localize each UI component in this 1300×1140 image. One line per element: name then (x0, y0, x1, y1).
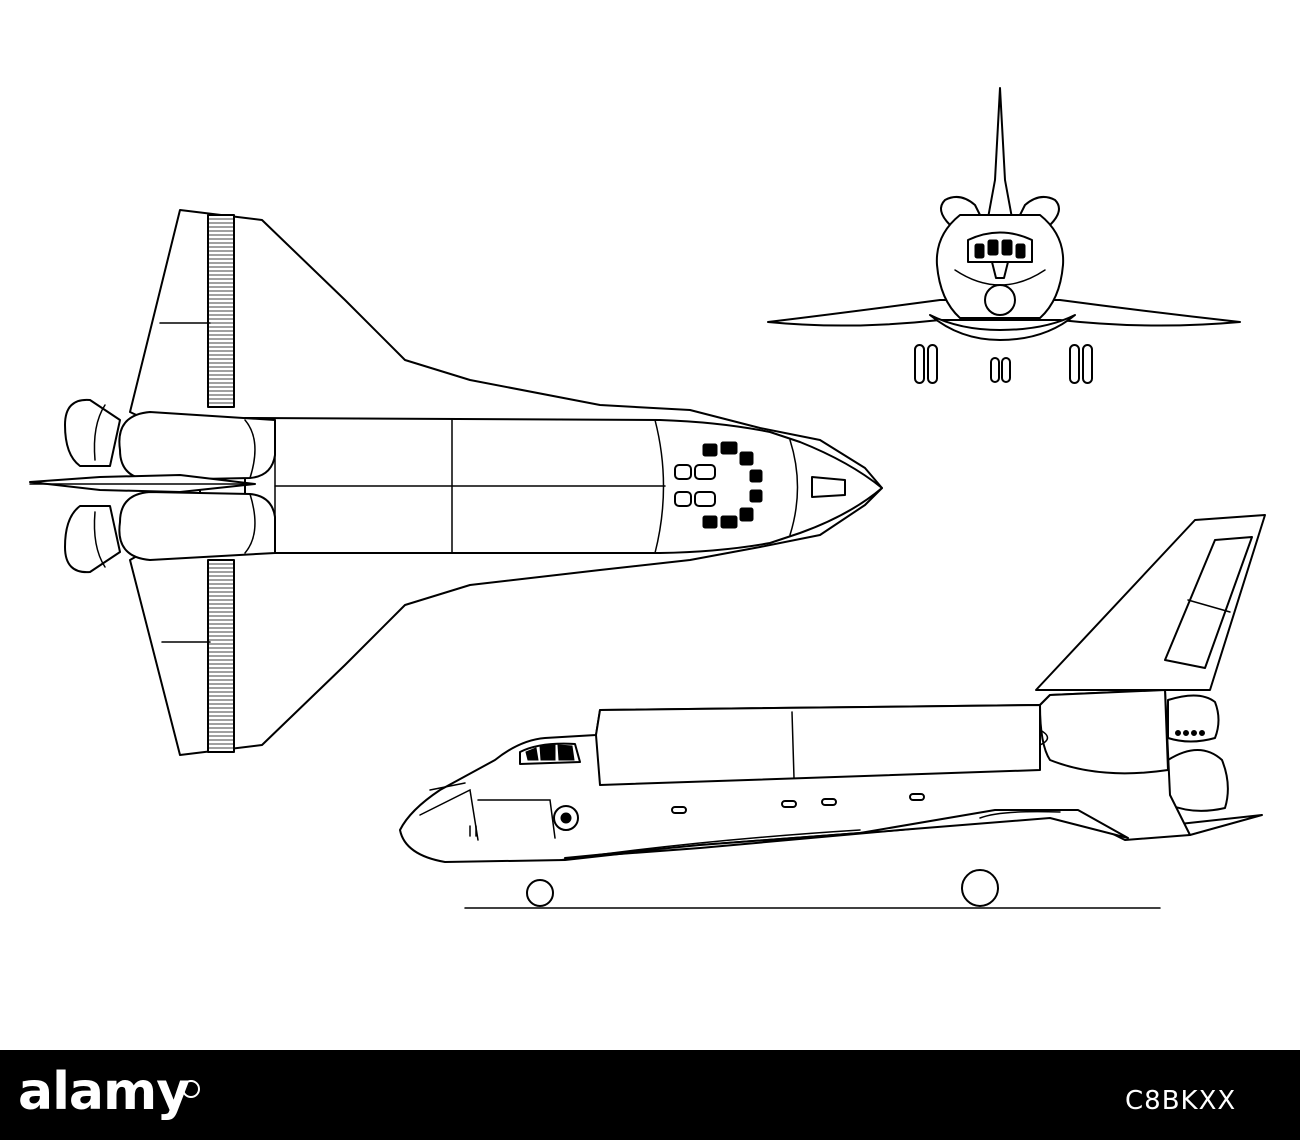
side-payload-bay-door (595, 704, 1041, 786)
lower-engine-bell (64, 505, 121, 574)
side-main-wheel (961, 869, 999, 907)
top-cockpit-windows (674, 441, 763, 529)
three-view-drawing (29, 87, 1266, 909)
front-view (767, 87, 1241, 384)
side-lower-engine (1167, 749, 1229, 812)
logo-mark-icon (182, 1080, 200, 1098)
watermark-footer: alamy C8BKXX (0, 1050, 1300, 1140)
upper-elevon-strip (207, 214, 235, 408)
nose-window (811, 476, 846, 498)
side-rcs-ports (1175, 730, 1205, 736)
side-cockpit-windows (525, 744, 575, 761)
side-crew-hatch (553, 805, 579, 831)
upper-oms-pod (118, 411, 276, 481)
lower-elevon-strip (207, 559, 235, 753)
front-cockpit-windows (974, 239, 1026, 259)
upper-engine-bell (64, 398, 121, 467)
side-wing (564, 809, 1129, 859)
front-landing-gear (914, 344, 1093, 384)
side-view (399, 514, 1266, 909)
front-tail-fin (987, 87, 1013, 219)
lower-oms-pod (118, 491, 276, 561)
front-nose-circle (984, 284, 1016, 316)
image-id: C8BKXX (1125, 1086, 1237, 1116)
front-belly (929, 314, 1076, 341)
side-upper-engine (1167, 694, 1220, 743)
side-nose-wheel (526, 879, 554, 907)
alamy-logo: alamy (18, 1062, 190, 1122)
top-view (29, 209, 883, 756)
